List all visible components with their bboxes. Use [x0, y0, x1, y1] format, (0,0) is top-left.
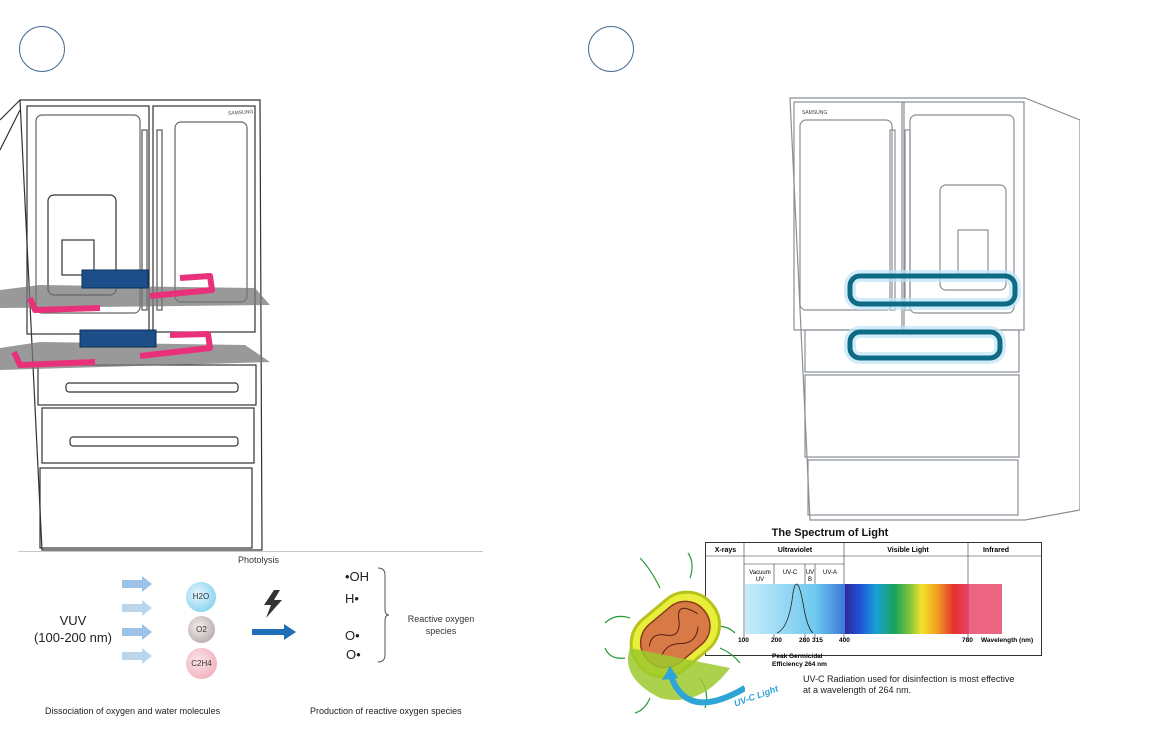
right-fridge-brand: SAMSUNG: [802, 110, 828, 116]
spectrum-panel: The Spectrum of Light X-rays Ultraviolet…: [595, 523, 1050, 719]
subband-uva: UV-A: [822, 570, 837, 576]
vuv-label: VUV (100-200 nm): [28, 612, 118, 646]
band-infrared: Infrared: [982, 547, 1010, 554]
species-brace: [377, 567, 390, 663]
molecule-c2h4-label: C2H4: [191, 659, 212, 668]
species-oh: •OH: [345, 569, 370, 584]
right-fridge-illustration: [789, 97, 1080, 521]
reactive-oxygen-label-line2: species: [425, 626, 457, 636]
band-ultraviolet: Ultraviolet: [777, 547, 813, 554]
species-o-2: O•: [346, 647, 361, 662]
peak-label-line2: Efficiency 264 nm: [772, 661, 827, 668]
uvc-caption-line2: at a wavelength of 264 nm.: [803, 685, 912, 695]
caption-dissociation: Dissociation of oxygen and water molecul…: [45, 706, 221, 716]
photolysis-divider-line: [18, 551, 483, 552]
caption-reactive-production: Production of reactive oxygen species: [310, 706, 462, 716]
tick-280: 280: [799, 637, 810, 644]
peak-germicidal-label: Peak Germicidal Efficiency 264 nm: [772, 653, 827, 669]
molecule-o2-label: O2: [196, 625, 207, 634]
wavelength-axis-label: Wavelength (nm): [981, 637, 1034, 644]
uvc-caption: UV-C Radiation used for disinfection is …: [803, 674, 1014, 696]
spectrum-visible-bar: [845, 584, 969, 634]
reaction-arrow-icon: [252, 624, 296, 640]
tick-100: 100: [738, 637, 749, 644]
germicidal-curve: [776, 583, 814, 634]
tick-780: 780: [962, 637, 973, 644]
lightning-icon: [264, 590, 282, 618]
peak-label-line1: Peak Germicidal: [772, 653, 823, 660]
bacterium-illustration: [604, 552, 745, 714]
spectrum-uv-bar: [745, 584, 845, 634]
vuv-label-text: VUV: [59, 613, 87, 628]
vuv-arrows: [122, 576, 152, 664]
molecule-h2o-label: H2O: [192, 592, 210, 601]
molecule-h2o: H2O: [186, 582, 216, 612]
subband-uvc: UV-C: [782, 570, 798, 576]
molecule-c2h4: C2H4: [186, 648, 217, 679]
band-xrays: X-rays: [714, 547, 737, 554]
molecule-o2: O2: [188, 616, 215, 643]
uvc-caption-line1: UV-C Radiation used for disinfection is …: [803, 674, 1015, 684]
subband-vacuum-uv: Vacuum UV: [749, 570, 771, 583]
subband-uvb: UV B: [805, 570, 815, 583]
reactive-oxygen-label-line1: Reactive oxygen: [407, 614, 475, 624]
reactive-oxygen-label: Reactive oxygen species: [400, 613, 482, 637]
left-fridge-illustration: [0, 99, 270, 551]
species-h: H•: [345, 591, 359, 606]
tick-315: 315: [812, 637, 823, 644]
panel-marker-circle-right: [588, 26, 634, 72]
species-o-1: O•: [345, 628, 360, 643]
band-visible: Visible Light: [887, 547, 929, 554]
panel-marker-circle-left: [19, 26, 65, 72]
vuv-range-text: (100-200 nm): [33, 630, 113, 645]
spectrum-infrared-bar: [969, 584, 1002, 634]
tick-400: 400: [839, 637, 850, 644]
spectrum-title: The Spectrum of Light: [771, 527, 889, 539]
photolysis-title: Photolysis: [238, 555, 280, 565]
tick-200: 200: [771, 637, 782, 644]
